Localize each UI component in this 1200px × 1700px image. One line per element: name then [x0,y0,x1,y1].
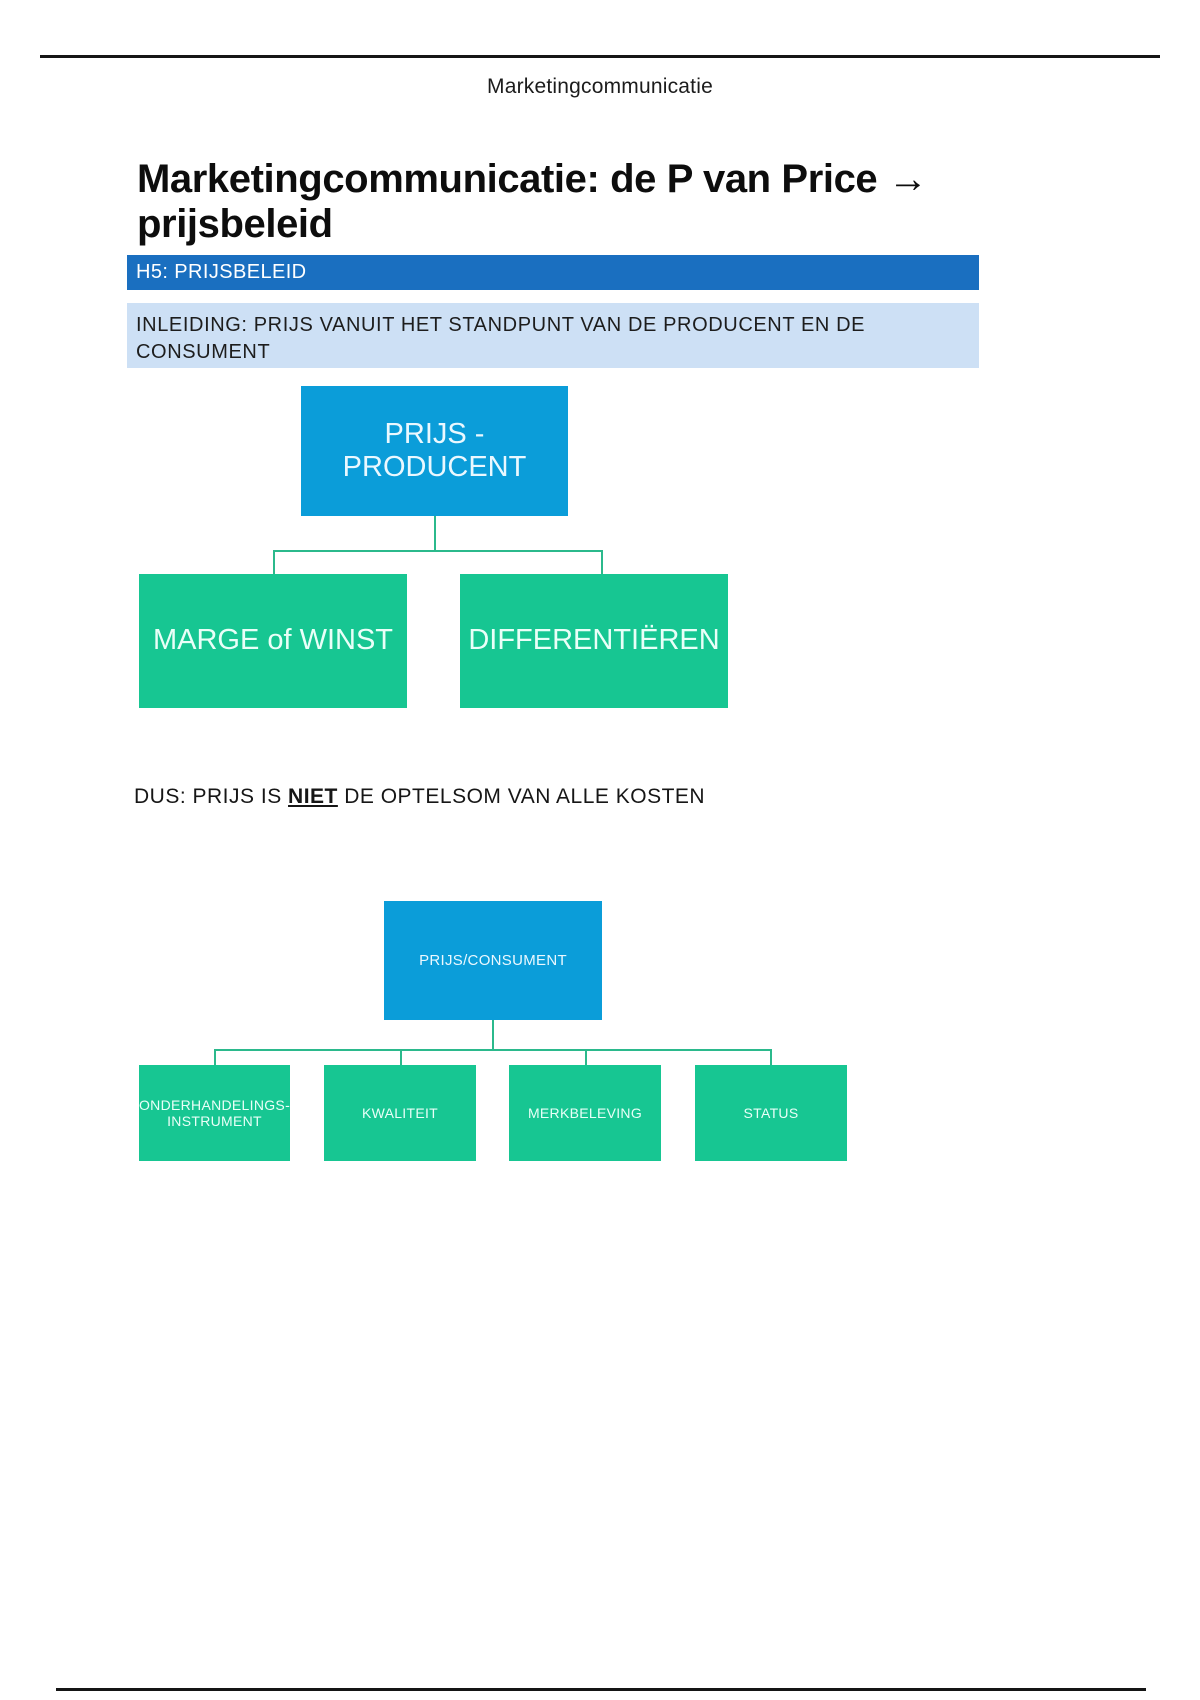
diagram1-connector-bus [273,550,603,552]
page-title: Marketingcommunicatie: de P van Price → … [137,157,928,246]
intro-callout: INLEIDING: PRIJS VANUIT HET STANDPUNT VA… [127,303,979,368]
diagram2-leaf-node-3: MERKBELEVING [509,1065,661,1161]
diagram2-leaf-node-4: STATUS [695,1065,847,1161]
diagram2-connector-bus [214,1049,771,1051]
diagram1-connector-right-drop [601,550,603,574]
diagram1-leaf-label-1: MARGE of WINST [152,624,394,657]
diagram1-leaf-label-2: DIFFERENTIËREN [468,624,720,657]
diagram1-root-node: PRIJS - PRODUCENT [301,386,568,516]
conclusion-line: DUS: PRIJS IS NIET DE OPTELSOM VAN ALLE … [134,785,705,809]
diagram2-connector-drop-3 [585,1049,587,1065]
diagram-prijs-producent: PRIJS - PRODUCENT MARGE of WINST DIFFERE… [0,0,1200,800]
header-divider [40,55,1160,58]
diagram2-connector-root-stem [492,1020,494,1050]
diagram1-leaf-node-2: DIFFERENTIËREN [460,574,728,708]
diagram2-connector-drop-1 [214,1049,216,1065]
diagram2-leaf-label-2: KWALITEIT [361,1104,439,1121]
diagram2-root-label: PRIJS/CONSUMENT [419,951,567,969]
chapter-banner: H5: PRIJSBELEID [127,255,979,290]
diagram2-leaf-node-1: ONDERHANDELINGS-INSTRUMENT [139,1065,290,1161]
diagram1-connector-root-stem [434,516,436,551]
diagram2-leaf-label-3: MERKBELEVING [527,1104,643,1121]
diagram1-root-label: PRIJS - PRODUCENT [342,417,527,483]
diagram-prijs-consument: PRIJS/CONSUMENT ONDERHANDELINGS-INSTRUME… [139,901,847,1161]
diagram1-leaf-node-1: MARGE of WINST [139,574,407,708]
conclusion-emphasis: NIET [288,785,338,808]
running-head: Marketingcommunicatie [487,75,713,98]
intro-callout-label: INLEIDING: PRIJS VANUIT HET STANDPUNT VA… [136,314,866,363]
diagram2-connector-drop-4 [770,1049,772,1065]
diagram2-root-node: PRIJS/CONSUMENT [384,901,602,1020]
conclusion-after: DE OPTELSOM VAN ALLE KOSTEN [337,785,706,808]
chapter-banner-label: H5: PRIJSBELEID [136,261,307,283]
diagram2-leaf-label-1: ONDERHANDELINGS-INSTRUMENT [138,1096,291,1129]
diagram2-leaf-node-2: KWALITEIT [324,1065,476,1161]
diagram2-leaf-label-4: STATUS [743,1104,799,1121]
footer-divider [56,1688,1146,1691]
diagram2-connector-drop-2 [400,1049,402,1065]
conclusion-before: DUS: PRIJS IS [134,785,289,808]
